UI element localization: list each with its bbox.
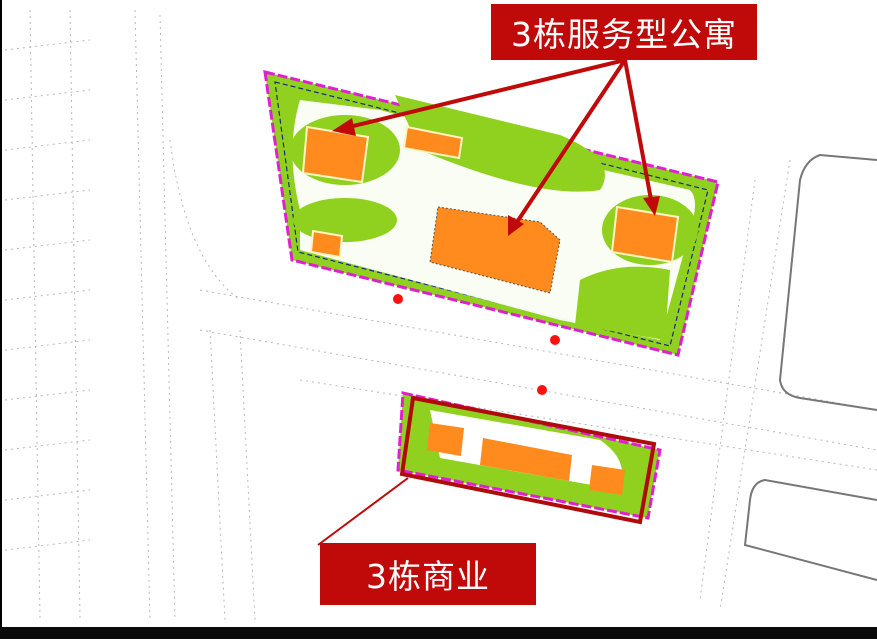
commercial-building-west — [427, 423, 464, 456]
ancillary-building-southwest — [309, 229, 344, 259]
commercial-highlight-frame — [399, 395, 657, 525]
ancillary-building-north — [402, 125, 464, 160]
service-apartment-callout: 3栋服务型公寓 — [491, 4, 757, 60]
block-east-north — [778, 153, 877, 411]
frame-edge-bottom — [0, 627, 877, 639]
commercial-building-east — [589, 465, 625, 495]
commercial-building-central — [480, 438, 572, 481]
apartment-building-west — [301, 125, 370, 184]
callout-label: 3栋商业 — [366, 557, 490, 596]
apartment-building-central — [429, 206, 561, 294]
callout-label: 3栋服务型公寓 — [511, 15, 737, 54]
block-east-south — [743, 478, 877, 581]
south-site — [396, 391, 662, 525]
apartment-building-east — [610, 205, 680, 264]
callout-arrows — [317, 58, 660, 546]
frame-edge — [0, 0, 2, 639]
road-network — [4, 9, 877, 621]
entrance-markers — [393, 294, 560, 395]
north-site — [263, 70, 720, 357]
commercial-callout: 3栋商业 — [320, 543, 536, 605]
